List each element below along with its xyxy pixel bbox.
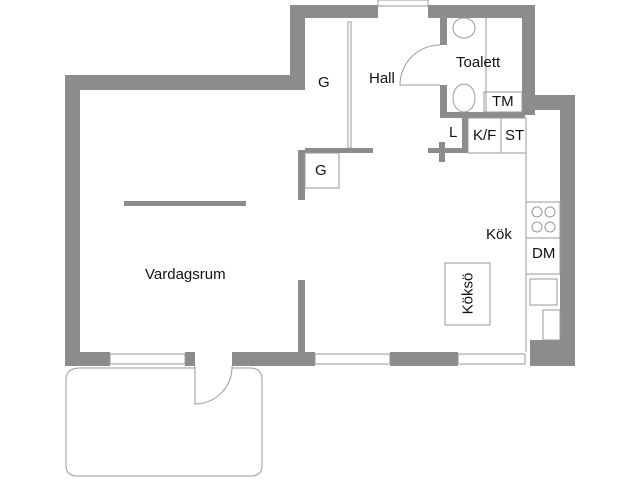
room-label-l: L — [449, 124, 458, 141]
fixtures — [65, 0, 561, 477]
room-label-dm: DM — [532, 245, 556, 262]
room-label-tm: TM — [492, 93, 514, 110]
room-label-st: ST — [505, 127, 525, 144]
walls — [65, 5, 575, 366]
room-label-toalett: Toalett — [456, 54, 501, 71]
room-label-kokso: Köksö — [459, 272, 477, 315]
room-label-kf: K/F — [473, 127, 497, 144]
room-label-closet-g: G — [318, 74, 330, 91]
room-label-vardagsrum: Vardagsrum — [145, 266, 226, 283]
room-label-hall: Hall — [369, 70, 395, 87]
room-label-kok: Kök — [486, 226, 512, 243]
room-label-closet-g-small: G — [315, 162, 327, 179]
